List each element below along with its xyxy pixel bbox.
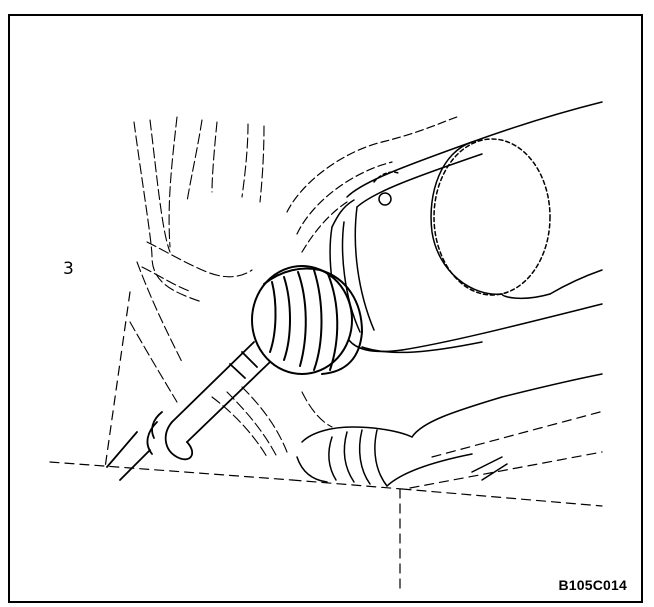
lower-arm <box>296 373 603 487</box>
reference-mark: 3 <box>63 259 74 279</box>
dashed-reference-lines <box>49 291 603 589</box>
figure-code: B105C014 <box>558 577 627 593</box>
socket-tool <box>251 265 363 375</box>
illustration-frame: 3 B105C014 <box>8 14 643 603</box>
knuckle-contours <box>129 116 333 458</box>
arm-contours <box>286 116 458 253</box>
wheel-bearing-illustration <box>49 101 603 589</box>
hub-body <box>329 101 603 354</box>
extension-bar <box>106 341 271 481</box>
